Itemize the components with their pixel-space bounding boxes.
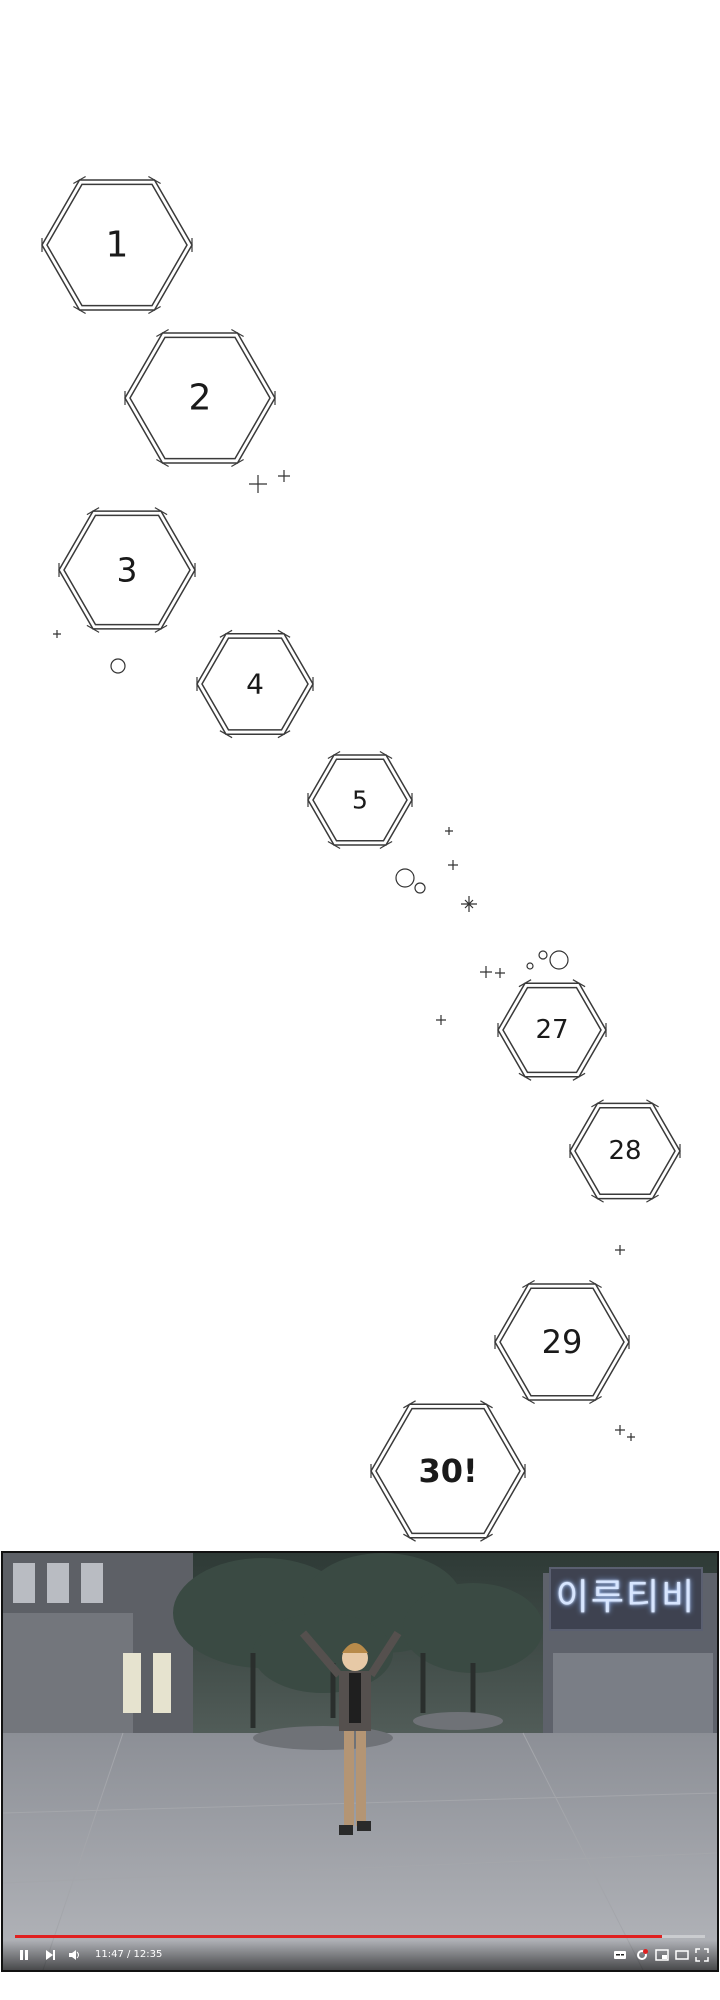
fullscreen-icon[interactable] bbox=[695, 1948, 709, 1962]
subtitles-icon[interactable] bbox=[613, 1948, 627, 1962]
next-icon[interactable] bbox=[43, 1948, 57, 1962]
counting-hexagons: 1 2 3 4 5 27 28 29 30! bbox=[41, 175, 681, 1542]
hexagon-6: 27 bbox=[497, 979, 607, 1081]
settings-icon[interactable] bbox=[635, 1948, 649, 1962]
hexagon-label: 3 bbox=[117, 551, 138, 590]
shop-sign: 이루티비 bbox=[549, 1567, 703, 1631]
progress-played bbox=[15, 1935, 662, 1938]
hexagon-label: 28 bbox=[608, 1136, 641, 1166]
pause-icon[interactable] bbox=[17, 1948, 31, 1962]
hexagon-3: 3 bbox=[58, 507, 196, 633]
hexagon-label: 27 bbox=[535, 1015, 568, 1045]
hexagon-2: 2 bbox=[124, 328, 276, 468]
miniplayer-icon[interactable] bbox=[655, 1948, 669, 1962]
progress-bar[interactable] bbox=[15, 1935, 705, 1938]
hexagon-label: 5 bbox=[352, 786, 368, 815]
hexagon-9: 30! bbox=[370, 1400, 526, 1542]
video-player[interactable]: 이루티비 11:47 / 12:35 bbox=[1, 1551, 719, 1972]
jumping-character bbox=[299, 1630, 402, 1835]
video-frame bbox=[3, 1553, 717, 1970]
time-display: 11:47 / 12:35 bbox=[95, 1949, 163, 1960]
hexagon-4: 4 bbox=[196, 629, 314, 739]
hexagon-label: 30! bbox=[418, 1452, 477, 1490]
hexagon-label: 1 bbox=[106, 225, 129, 266]
volume-icon[interactable] bbox=[67, 1948, 81, 1962]
hexagon-1: 1 bbox=[41, 175, 193, 315]
hexagon-label: 4 bbox=[246, 668, 264, 701]
hexagon-7: 28 bbox=[569, 1099, 681, 1203]
theater-mode-icon[interactable] bbox=[675, 1948, 689, 1962]
hexagon-label: 2 bbox=[189, 378, 212, 419]
hexagon-8: 29 bbox=[494, 1279, 630, 1405]
hexagon-5: 5 bbox=[307, 750, 413, 850]
player-controls bbox=[3, 1940, 717, 1970]
hexagon-label: 29 bbox=[542, 1323, 583, 1361]
sparkle-decorations bbox=[53, 470, 635, 1441]
